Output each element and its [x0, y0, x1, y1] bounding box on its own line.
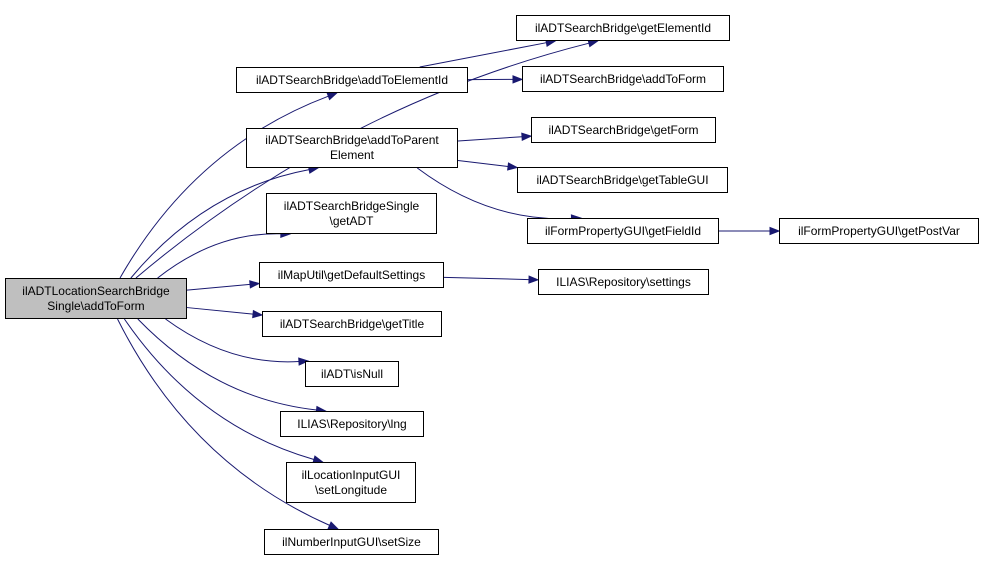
edge-addToParentElement-to-getForm [457, 136, 523, 142]
arrowhead-getForm [521, 132, 533, 141]
edge-root-to-lng [137, 318, 317, 411]
node-label-line: ilADTSearchBridge\getForm [548, 122, 699, 137]
node-add-to-element-id[interactable]: ilADTSearchBridge\addToElementId [236, 67, 468, 93]
arrowhead-getDefaultSettings [249, 280, 261, 289]
arrowhead-getTitle [252, 309, 264, 319]
node-get-adt[interactable]: ilADTSearchBridgeSingle \getADT [266, 193, 437, 234]
node-get-default-settings[interactable]: ilMapUtil\getDefaultSettings [259, 262, 444, 288]
edge-root-to-setLongitude [123, 318, 315, 460]
node-label-line: ilADTSearchBridge\addToParent [265, 133, 439, 147]
node-repository-settings[interactable]: ILIAS\Repository\settings [538, 269, 709, 295]
node-label-line: Single\addToForm [47, 298, 145, 313]
node-label-line: ilFormPropertyGUI\getPostVar [798, 223, 960, 238]
node-get-title[interactable]: ilADTSearchBridge\getTitle [262, 311, 442, 337]
node-add-to-parent-element[interactable]: ilADTSearchBridge\addToParent Element [246, 128, 458, 168]
node-label-line: ilADTSearchBridgeSingle [283, 198, 420, 213]
edge-addToElementId-to-getElementId [419, 42, 547, 68]
arrowhead-addToElementId [326, 92, 339, 101]
node-get-element-id[interactable]: ilADTSearchBridge\getElementId [516, 15, 730, 41]
node-label-line: \setLongitude [314, 482, 388, 497]
node-label-line: ilMapUtil\getDefaultSettings [277, 267, 426, 282]
arrowhead-getPostVar [769, 226, 781, 236]
edge-root-to-setSize [117, 318, 330, 526]
node-set-longitude[interactable]: ilLocationInputGUI \setLongitude [286, 462, 416, 503]
node-root-addtoform: ilADTLocationSearchBridge Single\addToFo… [5, 278, 187, 319]
node-label-line: ILIAS\Repository\lng [297, 416, 407, 431]
node-get-table-gui[interactable]: ilADTSearchBridge\getTableGUI [517, 167, 728, 193]
edge-getDefaultSettings-to-settings [443, 276, 530, 281]
node-get-form[interactable]: ilADTSearchBridge\getForm [531, 117, 716, 143]
node-get-field-id[interactable]: ilFormPropertyGUI\getFieldId [527, 218, 719, 244]
edge-root-to-getTitle [186, 307, 254, 315]
arrowhead-isNull [298, 357, 310, 366]
node-label-line: ilLocationInputGUI [301, 467, 401, 482]
node-label-line: ILIAS\Repository\settings [556, 274, 691, 289]
node-is-null[interactable]: ilADT\isNull [305, 361, 399, 387]
arrowhead-settings [528, 275, 540, 284]
node-label-line: ilADTLocationSearchBridge [22, 283, 170, 298]
node-label-line: Element [329, 148, 375, 162]
node-label-line: ilADTSearchBridge\addToElementId [255, 72, 449, 87]
edge-root-to-isNull [165, 318, 299, 363]
node-label-line: ilADT\isNull [320, 366, 383, 381]
arrowhead-addToForm [512, 75, 524, 84]
node-add-to-form[interactable]: ilADTSearchBridge\addToForm [522, 66, 724, 92]
edge-root-to-addToParentElement [130, 169, 310, 279]
node-label-line: ilADTSearchBridge\getTitle [279, 316, 425, 331]
node-label-line: ilADTSearchBridge\addToForm [539, 71, 707, 86]
edge-addToParentElement-to-getTableGUI [457, 160, 509, 167]
edge-root-to-getDefaultSettings [186, 283, 251, 291]
arrowhead-getTableGUI [507, 162, 519, 171]
edge-root-to-getADT [157, 233, 281, 279]
node-label-line: ilADTSearchBridge\getElementId [534, 20, 712, 35]
node-repository-lng[interactable]: ILIAS\Repository\lng [280, 411, 424, 437]
node-get-post-var[interactable]: ilFormPropertyGUI\getPostVar [779, 218, 979, 244]
edge-root-to-addToElementId [119, 95, 329, 279]
node-label-line: ilFormPropertyGUI\getFieldId [544, 223, 702, 238]
node-label-line: ilNumberInputGUI\setSize [282, 534, 421, 549]
node-set-size[interactable]: ilNumberInputGUI\setSize [264, 529, 439, 555]
node-label-line: \getADT [329, 213, 374, 228]
node-label-line: ilADTSearchBridge\getTableGUI [536, 172, 709, 187]
arrowhead-setSize [327, 521, 340, 530]
